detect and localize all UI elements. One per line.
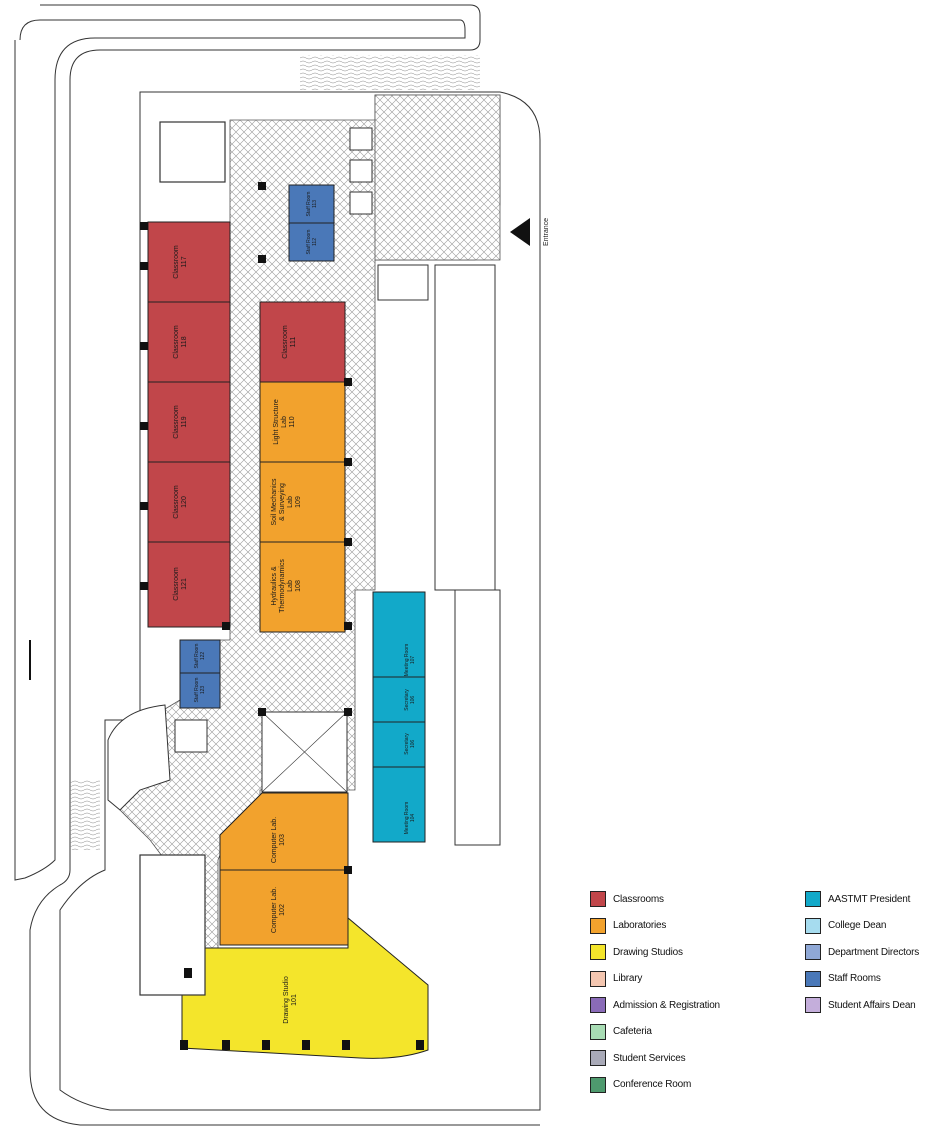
legend-swatch: [590, 997, 606, 1013]
label-106: Secretary106: [404, 689, 416, 711]
label-103: Computer Lab.103: [271, 817, 286, 863]
elevator-lower: [174, 719, 208, 753]
room-106[interactable]: [372, 676, 426, 723]
site-inner-outline: [14, 19, 466, 881]
legend-item: College Dean: [805, 917, 887, 934]
legend-item: Cafeteria: [590, 1023, 652, 1040]
legend-item: Admission & Registration: [590, 997, 720, 1013]
legend-item: Staff Rooms: [805, 970, 881, 987]
label-101: Drawing Studio101: [283, 976, 298, 1024]
legend-swatch: [590, 917, 606, 934]
columns: [140, 182, 424, 1050]
label-122: Staff Room122: [194, 644, 206, 669]
toilet-block-top: [159, 121, 226, 183]
label-105: Secretary106: [404, 733, 416, 755]
stair-right: [377, 264, 429, 301]
legend-label: Cafeteria: [613, 1026, 652, 1037]
legend-label: Drawing Studios: [613, 946, 683, 958]
label-104: Meeting Room104: [404, 802, 416, 835]
room-122[interactable]: [179, 639, 221, 674]
label-109: Soil Mechanics& SurveyingLab109: [271, 478, 302, 526]
round-stair: [107, 704, 171, 811]
label-123: Staff Room123: [194, 678, 206, 703]
label-112: Staff Room112: [306, 230, 318, 255]
legend-swatch: [805, 891, 821, 907]
legend-label: Department Directors: [828, 946, 920, 958]
label-120: Classroom120: [173, 485, 188, 519]
label-110: Light StructureLab110: [273, 399, 296, 445]
legend-label: Student Affairs Dean: [828, 999, 916, 1011]
room-113[interactable]: [288, 184, 335, 224]
room-111[interactable]: [259, 301, 346, 383]
legend-label: College Dean: [828, 920, 887, 931]
legend-swatch: [590, 970, 606, 987]
atrium-x2: [261, 711, 348, 793]
label-121: Classroom121: [173, 567, 188, 601]
room-105[interactable]: [372, 721, 426, 768]
toilet-block-lower: [139, 854, 206, 996]
classroom-column: [147, 221, 231, 628]
legend-swatch: [805, 970, 821, 987]
legend-item: Classrooms: [590, 891, 664, 907]
label-118: Classroom118: [173, 325, 188, 359]
legend-label: Admission & Registration: [613, 999, 720, 1011]
room-119[interactable]: [147, 381, 231, 463]
legend-item: AASTMT President: [805, 891, 910, 907]
legend-swatch: [805, 917, 821, 934]
legend-label: Library: [613, 973, 643, 984]
room-104[interactable]: [372, 766, 426, 843]
label-113: Staff Room113: [306, 192, 318, 217]
courtyard-strip-lower: [454, 589, 501, 846]
legend-label: Conference Room: [613, 1079, 692, 1090]
driveway-waves-top: [300, 55, 480, 90]
room-117[interactable]: [147, 221, 231, 303]
legend-swatch: [590, 891, 606, 907]
site-outline: [29, 4, 540, 1126]
legend-swatch: [590, 1023, 606, 1040]
legend-item: Conference Room: [590, 1076, 692, 1093]
legend-swatch: [805, 944, 821, 960]
legend-label: AASTMT President: [828, 893, 911, 905]
elevator-1: [349, 127, 373, 151]
room-108[interactable]: [259, 541, 346, 633]
room-107[interactable]: [372, 591, 426, 678]
legend-swatch: [590, 1076, 606, 1093]
entrance-label: Entrance: [543, 218, 550, 246]
legend-label: Classrooms: [613, 893, 664, 905]
legend-item: Student Affairs Dean: [805, 997, 916, 1013]
legend-item: Laboratories: [590, 917, 667, 934]
entrance-lobby: [374, 94, 501, 261]
room-101[interactable]: [181, 916, 429, 1059]
legend-swatch: [805, 997, 821, 1013]
legend-item: Drawing Studios: [590, 944, 683, 960]
legend-item: Library: [590, 970, 643, 987]
room-120[interactable]: [147, 461, 231, 543]
room-112[interactable]: [288, 222, 335, 262]
label-119: Classroom119: [173, 405, 188, 439]
driveway-waves-left: [70, 780, 100, 850]
label-108: Hydraulics &ThermodynamicsLab108: [271, 559, 302, 613]
label-117: Classroom117: [173, 245, 188, 279]
room-102[interactable]: [219, 869, 349, 946]
room-123[interactable]: [179, 672, 221, 709]
room-109[interactable]: [259, 461, 346, 543]
label-111: Classroom111: [282, 325, 297, 359]
legend-label: Student Services: [613, 1052, 686, 1064]
elevator-3: [349, 191, 373, 215]
legend-swatch: [590, 944, 606, 960]
elevator-2: [349, 159, 373, 183]
entrance-arrow-icon: [510, 218, 530, 246]
room-118[interactable]: [147, 301, 231, 383]
courtyard-strip-upper: [434, 264, 496, 591]
legend-label: Laboratories: [613, 920, 667, 931]
room-110[interactable]: [259, 381, 346, 463]
legend-swatch: [590, 1050, 606, 1066]
legend-item: Student Services: [590, 1050, 686, 1066]
legend-label: Staff Rooms: [828, 973, 881, 984]
label-107: Meeting Room107: [404, 644, 416, 677]
legend-item: Department Directors: [805, 944, 919, 960]
label-102: Computer Lab.102: [271, 887, 286, 933]
room-121[interactable]: [147, 541, 231, 628]
